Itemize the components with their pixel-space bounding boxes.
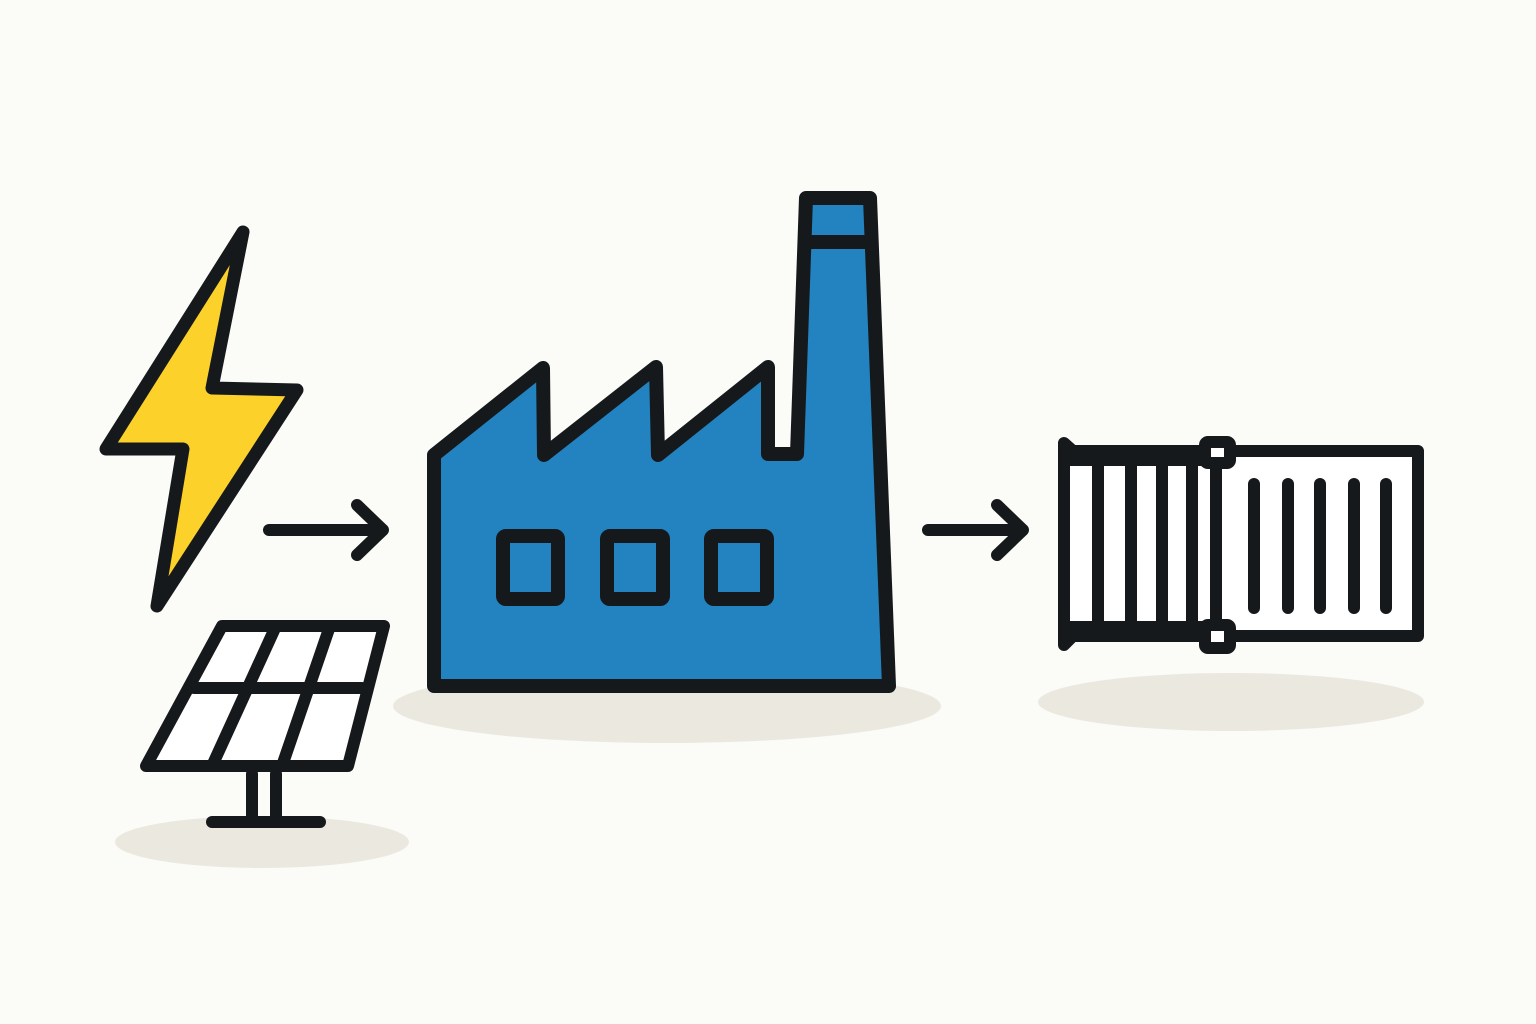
shipping-container-icon — [1058, 436, 1424, 654]
factory-window — [704, 529, 774, 606]
factory-window — [600, 529, 670, 606]
lightning-bolt-icon — [99, 225, 304, 613]
factory-window — [496, 529, 565, 606]
solar-panel-shadow — [115, 816, 409, 868]
solar-panel-icon — [140, 620, 390, 828]
container-shadow — [1038, 673, 1424, 731]
arrow-right-icon — [922, 499, 1029, 561]
arrow-right-icon — [263, 499, 389, 561]
factory-icon — [427, 191, 896, 693]
